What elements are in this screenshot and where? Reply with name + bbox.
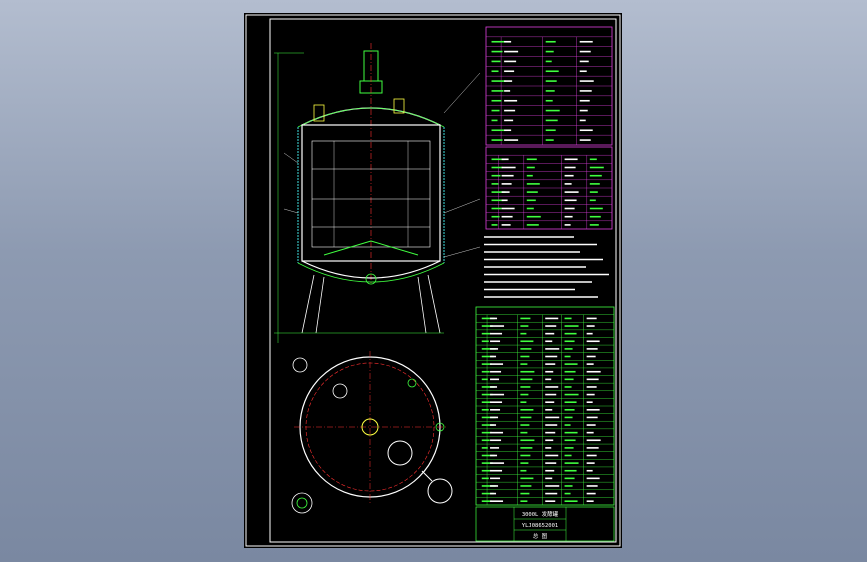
vessel-shell — [301, 124, 441, 262]
drawing-canvas: 3000L 发酵罐 YLJ08652001 总 图 — [245, 14, 621, 547]
leader-2 — [443, 198, 481, 214]
tech-spec-table — [485, 26, 613, 146]
leg-left-a — [301, 274, 315, 334]
detail-view-b-inner — [296, 497, 308, 509]
outer-frame — [245, 14, 621, 547]
plan-port-1 — [332, 383, 348, 399]
plan-lug-arm — [421, 470, 433, 482]
leader-5 — [283, 208, 299, 214]
bottom-head — [301, 260, 441, 279]
plan-manhole — [387, 440, 413, 466]
leg-left-b — [315, 276, 325, 334]
leader-1 — [443, 72, 481, 114]
bottom-head-jacket — [297, 262, 445, 283]
leader-3 — [443, 246, 481, 258]
plan-lug-ring — [427, 478, 453, 504]
top-head-jacket — [297, 107, 445, 128]
plan-port-2 — [407, 378, 417, 388]
leader-4 — [283, 152, 299, 164]
technical-requirements — [484, 236, 609, 298]
nozzle-table — [485, 146, 613, 230]
plan-shell-inner — [305, 362, 435, 492]
detail-view-b — [291, 492, 313, 514]
plan-port-3 — [435, 422, 445, 432]
leg-right-b — [417, 276, 427, 334]
leg-right-a — [427, 274, 441, 334]
nozzle-right — [393, 98, 405, 114]
agitator-blade-r — [370, 240, 419, 256]
bottom-valve — [365, 273, 377, 285]
vessel-plan-view — [291, 351, 453, 514]
parts-list — [475, 306, 615, 506]
vessel-elevation-view — [274, 43, 481, 343]
drawing-sheet: 3000L 发酵罐 YLJ08652001 总 图 — [244, 13, 622, 548]
title-block-frame — [475, 506, 615, 542]
detail-view-a — [292, 357, 308, 373]
inner-frame — [269, 18, 617, 543]
plan-hub — [361, 418, 379, 436]
inner-frame-lines — [311, 140, 431, 248]
title-block-name: 3000L 发酵罐 — [522, 510, 559, 518]
agitator-blade-l — [323, 240, 372, 256]
nozzle-left — [313, 104, 325, 122]
title-block-drawing-number: YLJ08652001 — [522, 523, 558, 529]
title-block-label: 总 图 — [533, 532, 548, 540]
title-block: 3000L 发酵罐 YLJ08652001 总 图 — [475, 506, 615, 542]
